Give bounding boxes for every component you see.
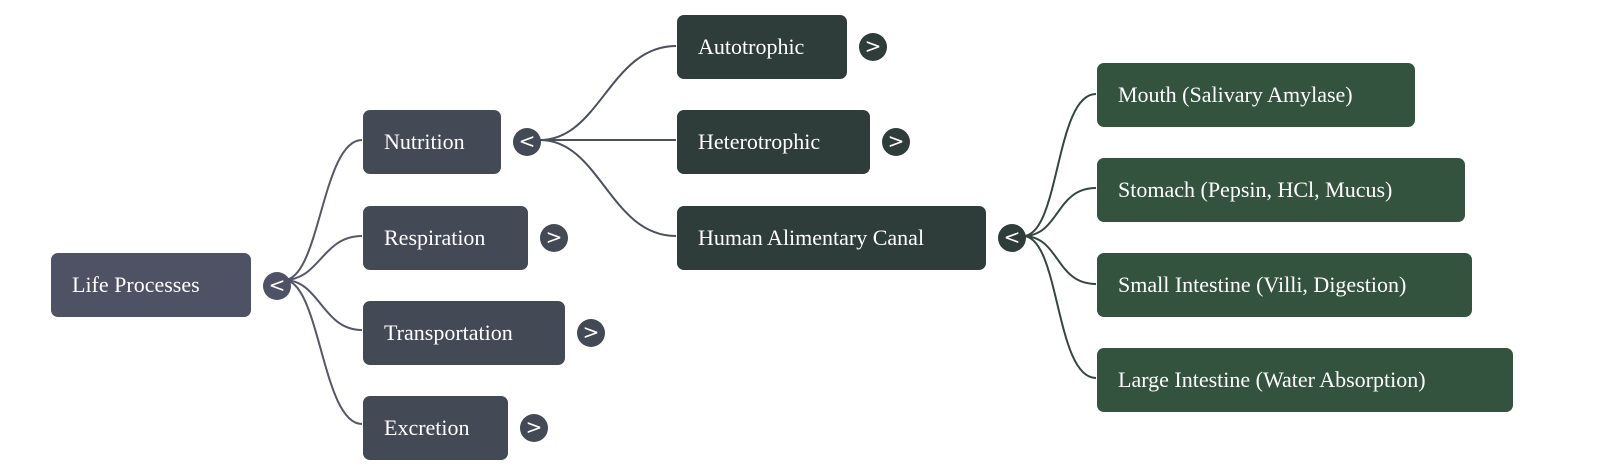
- node-mouth[interactable]: Mouth (Salivary Amylase): [1097, 63, 1415, 127]
- edge-nutrition-alimentary: [539, 139, 677, 237]
- node-heterotrophic[interactable]: Heterotrophic: [677, 110, 870, 174]
- expand-icon[interactable]: >: [520, 414, 548, 442]
- edge-alimentary-small-intestine: [1022, 235, 1097, 285]
- collapse-icon[interactable]: <: [998, 224, 1026, 252]
- edge-alimentary-large-intestine: [1022, 235, 1097, 379]
- node-human-alimentary-canal[interactable]: Human Alimentary Canal: [677, 206, 986, 270]
- node-stomach[interactable]: Stomach (Pepsin, HCl, Mucus): [1097, 158, 1465, 222]
- expand-icon[interactable]: >: [540, 224, 568, 252]
- node-life-processes[interactable]: Life Processes: [51, 253, 251, 317]
- edge-root-respiration: [283, 235, 363, 281]
- node-nutrition[interactable]: Nutrition: [363, 110, 501, 174]
- expand-icon[interactable]: >: [859, 33, 887, 61]
- edge-root-nutrition: [283, 139, 363, 281]
- node-small-intestine[interactable]: Small Intestine (Villi, Digestion): [1097, 253, 1472, 317]
- expand-icon[interactable]: >: [577, 319, 605, 347]
- collapse-icon[interactable]: <: [263, 272, 291, 300]
- edge-alimentary-stomach: [1022, 187, 1097, 237]
- edge-alimentary-mouth: [1022, 93, 1097, 237]
- node-transportation[interactable]: Transportation: [363, 301, 565, 365]
- node-large-intestine[interactable]: Large Intestine (Water Absorption): [1097, 348, 1513, 412]
- node-excretion[interactable]: Excretion: [363, 396, 508, 460]
- node-autotrophic[interactable]: Autotrophic: [677, 15, 847, 79]
- collapse-icon[interactable]: <: [513, 128, 541, 156]
- edge-root-excretion: [283, 279, 363, 425]
- node-respiration[interactable]: Respiration: [363, 206, 528, 270]
- edge-nutrition-autotrophic: [539, 45, 677, 141]
- edge-root-transportation: [283, 279, 363, 331]
- expand-icon[interactable]: >: [882, 128, 910, 156]
